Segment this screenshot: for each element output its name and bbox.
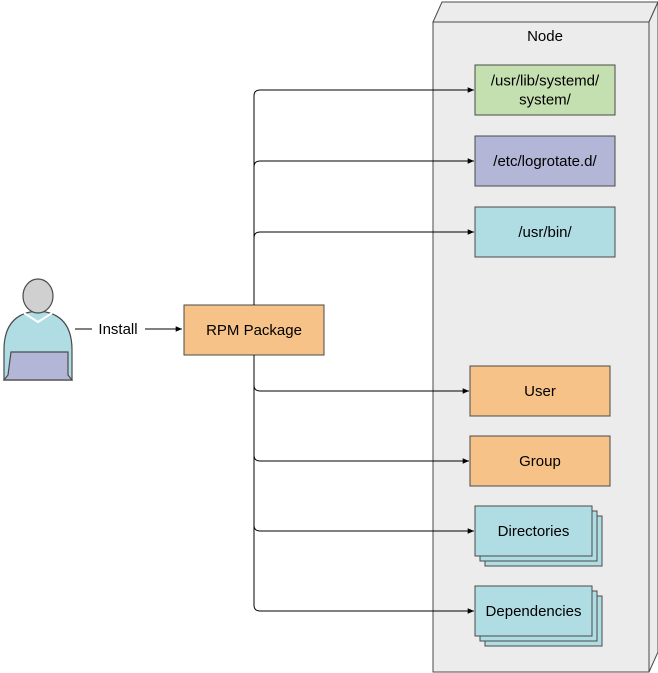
directories-label-line-1: Directories <box>498 523 570 540</box>
group-node: Group <box>469 435 611 487</box>
group-label-line-1: Group <box>519 453 561 470</box>
dependencies-box <box>474 585 593 637</box>
edge-to-dependencies <box>253 355 474 614</box>
directories-node: Directories <box>474 505 603 567</box>
dependencies-label-line-1: Dependencies <box>486 603 582 620</box>
usrbin-node: /usr/bin/ <box>474 206 616 258</box>
target-nodes: /usr/lib/systemd/system/ /etc/logrotate.d… <box>469 64 616 647</box>
systemd-label-line-2: system/ <box>519 92 572 109</box>
node-title: Node <box>527 28 563 45</box>
package-edges <box>253 87 474 614</box>
logrotate-label-line-1: /etc/logrotate.d/ <box>493 153 597 170</box>
systemd-box <box>474 64 616 116</box>
install-label: Install <box>98 321 137 338</box>
rpm-package-node: RPM Package <box>183 304 325 356</box>
logrotate-box <box>474 135 616 187</box>
user-node: User <box>469 365 611 417</box>
edge-to-systemd <box>253 87 474 305</box>
logrotate-node: /etc/logrotate.d/ <box>474 135 616 187</box>
person-icon <box>2 278 74 381</box>
node-side-face <box>648 1 658 673</box>
person-collar <box>23 312 53 324</box>
dependencies-node: Dependencies <box>474 585 603 647</box>
laptop-icon <box>2 351 74 381</box>
usrbin-label-line-1: /usr/bin/ <box>518 224 572 241</box>
user-box <box>469 365 611 417</box>
usrbin-box <box>474 206 616 258</box>
rpm-package-label: RPM Package <box>206 322 302 339</box>
node-top-face <box>432 1 658 23</box>
node-front-face <box>432 21 650 673</box>
systemd-node: /usr/lib/systemd/system/ <box>474 64 616 116</box>
directories-box <box>474 505 593 557</box>
systemd-label-line-1: /usr/lib/systemd/ <box>491 73 600 90</box>
user-label-line-1: User <box>524 383 556 400</box>
install-edge: Install <box>75 321 182 338</box>
group-box <box>469 435 611 487</box>
person-head <box>22 278 54 314</box>
edge-to-usrbin <box>253 229 474 305</box>
edge-to-logrotate <box>253 158 474 305</box>
